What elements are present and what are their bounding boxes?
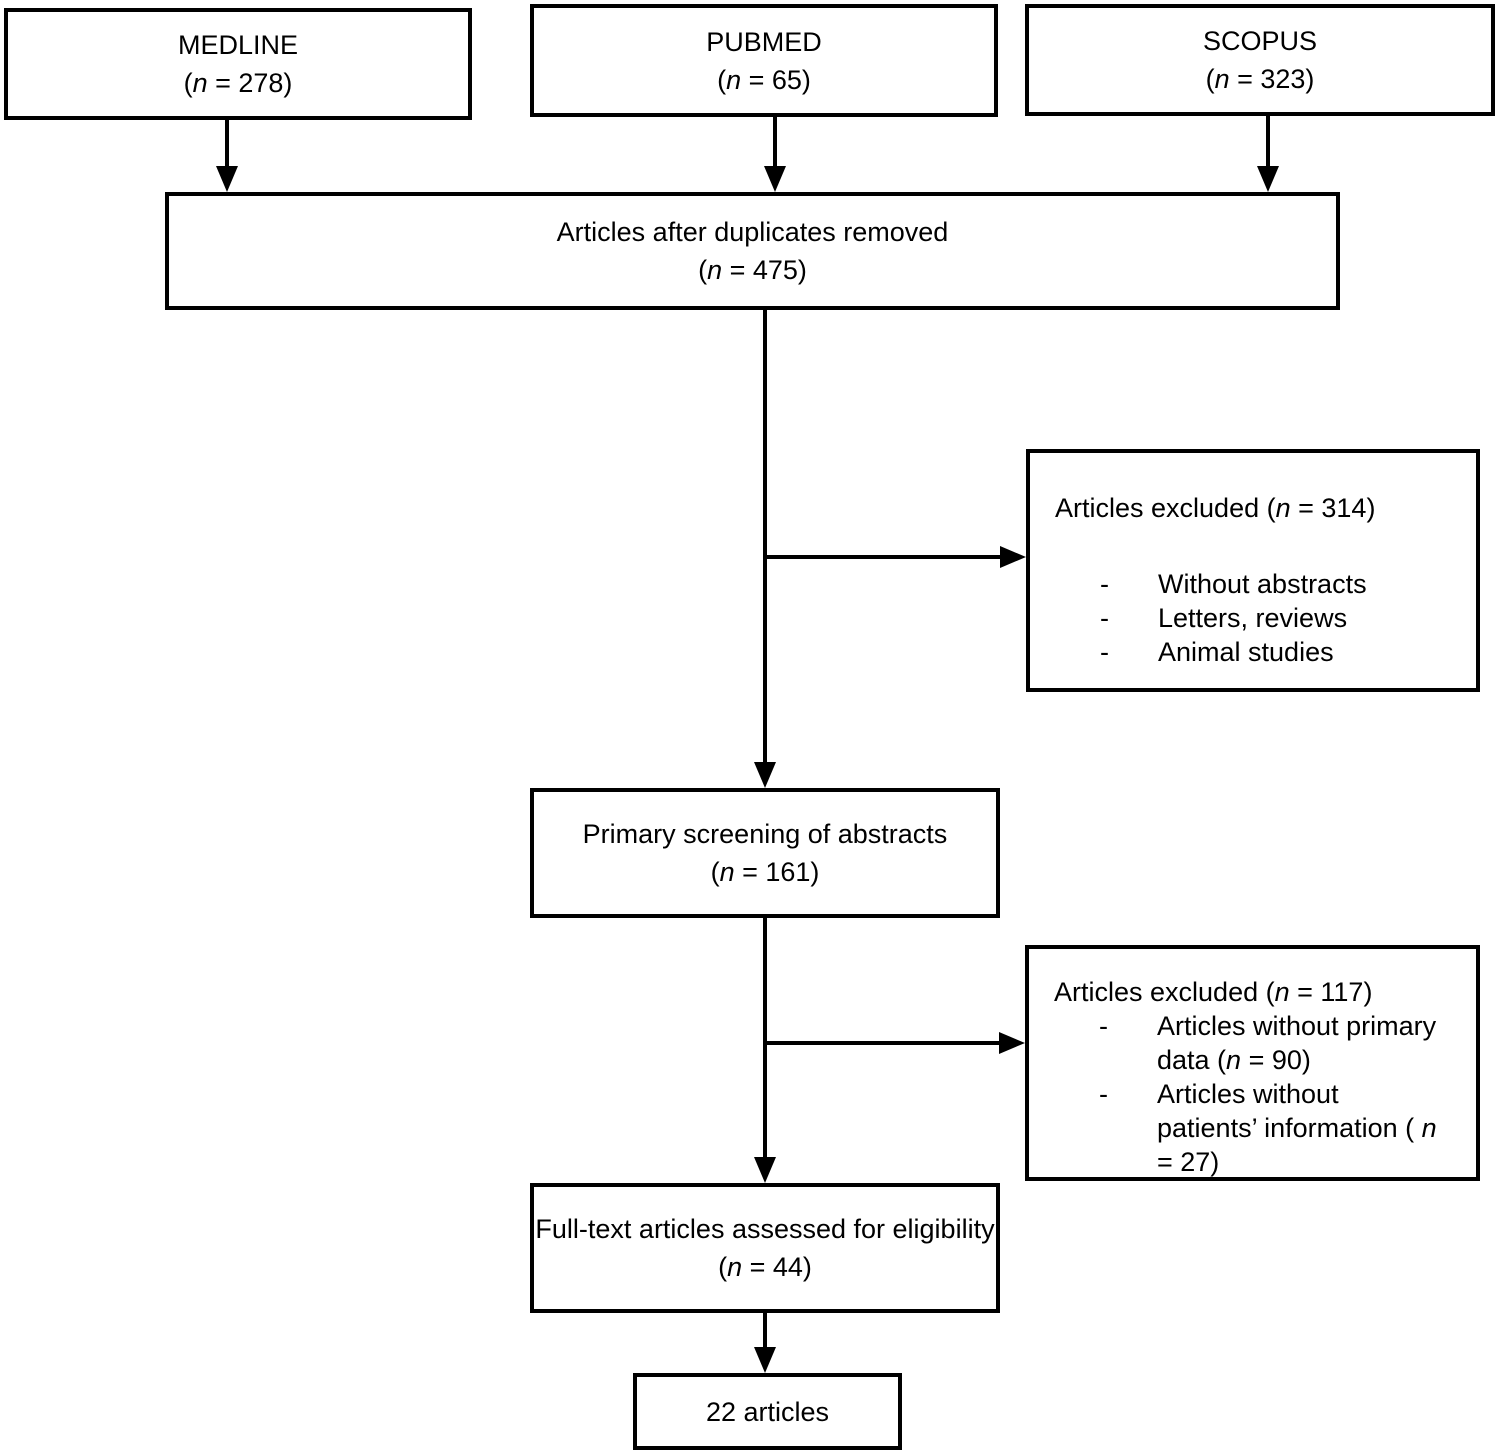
scopus-count: (n = 323)	[1205, 64, 1315, 94]
bullet-dash: -	[1100, 603, 1109, 633]
duplicates-removed-title: Articles after duplicates removed	[556, 217, 949, 247]
fulltext-assessed-count: (n = 44)	[718, 1252, 812, 1282]
fulltext-assessed-title: Full-text articles assessed for eligibil…	[535, 1214, 995, 1244]
box-pubmed: PUBMED (n = 65)	[530, 4, 998, 117]
scopus-title: SCOPUS	[1202, 26, 1318, 56]
box-medline: MEDLINE (n = 278)	[4, 8, 472, 120]
excluded-abstract-title: Articles excluded (n = 314)	[1055, 493, 1376, 523]
arrow-pubmed-to-dedup	[764, 115, 786, 192]
bullet-text: Articles without patients’ information (…	[1157, 1079, 1437, 1177]
bullet-dash: -	[1100, 569, 1109, 599]
box-excluded-fulltext-stage: Articles excluded (n = 117) - Articles w…	[1025, 945, 1480, 1181]
primary-screening-title: Primary screening of abstracts	[582, 819, 948, 849]
excluded-fulltext-bullet: - Articles without patients’ information…	[1054, 1077, 1462, 1179]
excluded-fulltext-bullet: - Articles without primary data (n = 90)	[1054, 1009, 1462, 1077]
medline-count: (n = 278)	[183, 68, 293, 98]
excluded-fulltext-title: Articles excluded (n = 117)	[1054, 977, 1373, 1007]
arrow-branch-to-excluded-117	[765, 1032, 1025, 1054]
bullet-dash: -	[1099, 1079, 1108, 1109]
box-duplicates-removed: Articles after duplicates removed (n = 4…	[165, 192, 1340, 310]
box-primary-screening: Primary screening of abstracts (n = 161)	[530, 788, 1000, 918]
box-final-included: 22 articles	[633, 1373, 902, 1450]
excluded-abstract-bullet: - Animal studies	[1055, 635, 1456, 669]
excluded-abstract-bullet: - Letters, reviews	[1055, 601, 1456, 635]
arrow-dedup-to-primary	[754, 308, 776, 788]
final-included-title: 22 articles	[705, 1396, 830, 1427]
box-excluded-abstract-stage: Articles excluded (n = 314) - Without ab…	[1026, 449, 1480, 692]
bullet-text: Animal studies	[1158, 637, 1334, 667]
arrow-medline-to-dedup	[216, 118, 238, 192]
arrow-scopus-to-dedup	[1257, 115, 1279, 192]
primary-screening-count: (n = 161)	[710, 857, 820, 887]
bullet-dash: -	[1100, 637, 1109, 667]
arrow-branch-to-excluded-314	[765, 546, 1026, 568]
box-fulltext-assessed: Full-text articles assessed for eligibil…	[530, 1183, 1000, 1313]
arrow-primary-to-fulltext	[754, 916, 776, 1183]
pubmed-title: PUBMED	[706, 26, 822, 57]
bullet-text: Without abstracts	[1158, 569, 1367, 599]
bullet-text: Letters, reviews	[1158, 603, 1348, 633]
arrow-fulltext-to-final	[754, 1311, 776, 1373]
bullet-text: Articles without primary data (n = 90)	[1157, 1011, 1437, 1075]
bullet-dash: -	[1099, 1011, 1108, 1041]
box-scopus: SCOPUS (n = 323)	[1025, 4, 1495, 116]
excluded-abstract-bullet: - Without abstracts	[1055, 567, 1456, 601]
duplicates-removed-count: (n = 475)	[698, 255, 807, 285]
medline-title: MEDLINE	[177, 30, 299, 60]
pubmed-count: (n = 65)	[717, 64, 811, 95]
